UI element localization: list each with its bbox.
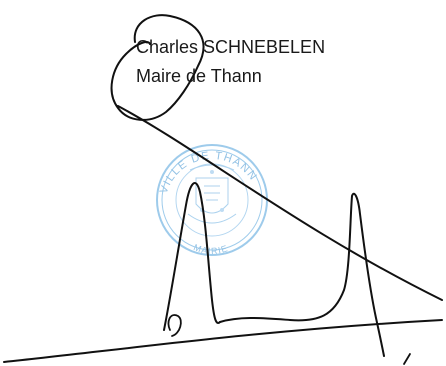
handwritten-signature [3, 14, 443, 365]
signer-name: Charles SCHNEBELEN [136, 37, 326, 57]
svg-text:MAIRIE: MAIRIE [192, 242, 229, 256]
signer-block: Charles SCHNEBELEN Maire de Thann [136, 33, 325, 91]
official-seal: VILLE DE THANN MAIRIE [156, 144, 268, 256]
signer-title: Maire de Thann [136, 66, 262, 86]
